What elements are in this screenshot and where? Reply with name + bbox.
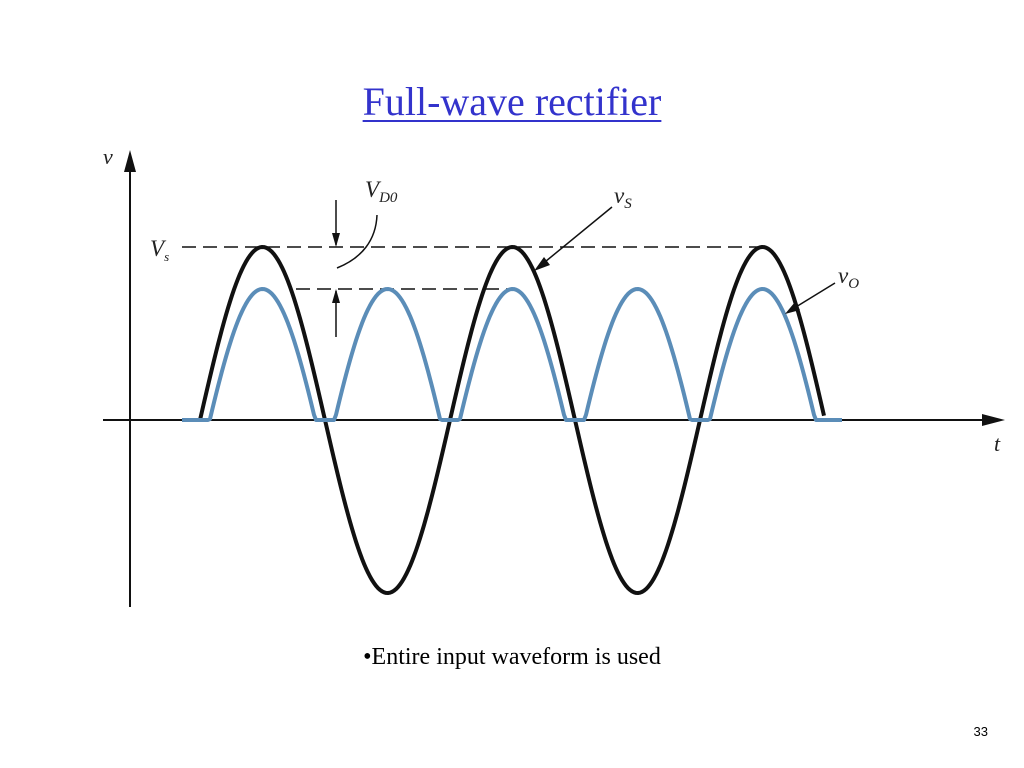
output-waveform-vo	[182, 287, 842, 422]
page-number: 33	[973, 724, 988, 739]
vd0-label: VD0	[365, 177, 398, 206]
vo-pointer-line	[790, 282, 836, 311]
vs-curve-label: vS	[614, 183, 632, 212]
vs-peak-label: Vs	[150, 236, 169, 264]
vd0-leader-curve	[336, 214, 378, 269]
slide-title: Full-wave rectifier	[362, 79, 662, 124]
t-axis-arrowhead	[982, 414, 1005, 426]
vo-pointer-arrowhead	[785, 302, 800, 314]
t-axis-label: t	[994, 431, 1001, 456]
v-axis-arrowhead	[124, 150, 136, 172]
vd0-lower-arrowhead	[332, 289, 340, 303]
v-axis-label: v	[103, 144, 113, 169]
vs-pointer-arrowhead	[534, 257, 550, 271]
vd0-upper-arrowhead	[332, 233, 340, 247]
bullet-text: •Entire input waveform is used	[363, 644, 661, 670]
vo-curve-label: vO	[838, 263, 859, 292]
vs-pointer-line	[539, 206, 613, 267]
input-waveform-vs	[198, 245, 826, 595]
